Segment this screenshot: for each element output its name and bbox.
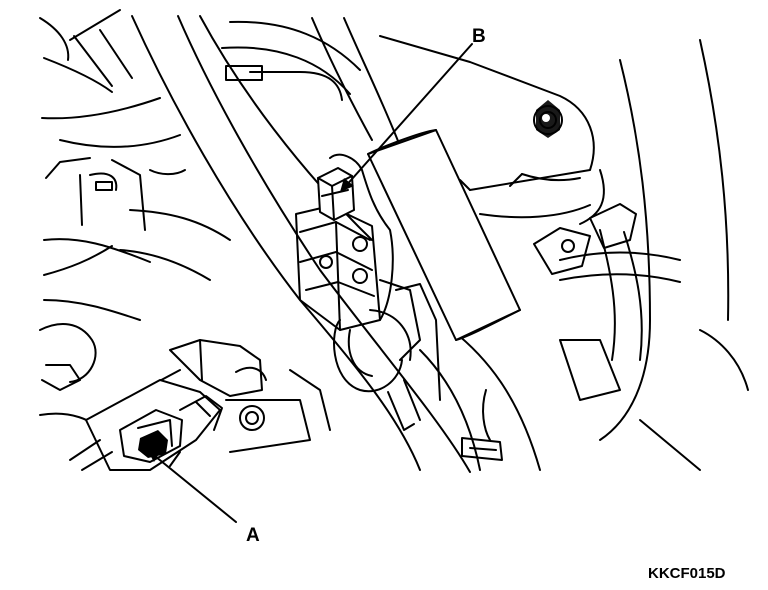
- right-pipes: [533, 39, 749, 471]
- lower-hose: [419, 329, 541, 471]
- upper-pipes: [221, 17, 401, 147]
- callout-label-b: B: [472, 26, 486, 47]
- leader-a: [146, 448, 237, 523]
- hose-sleeve: [367, 129, 521, 341]
- leader-b: [340, 43, 473, 192]
- callout-label-a: A: [246, 525, 260, 546]
- engine-body-left: [39, 9, 231, 433]
- figure-code: KKCF015D: [648, 565, 726, 582]
- engine-mount-bracket: [379, 35, 605, 225]
- connector-a: [69, 379, 223, 471]
